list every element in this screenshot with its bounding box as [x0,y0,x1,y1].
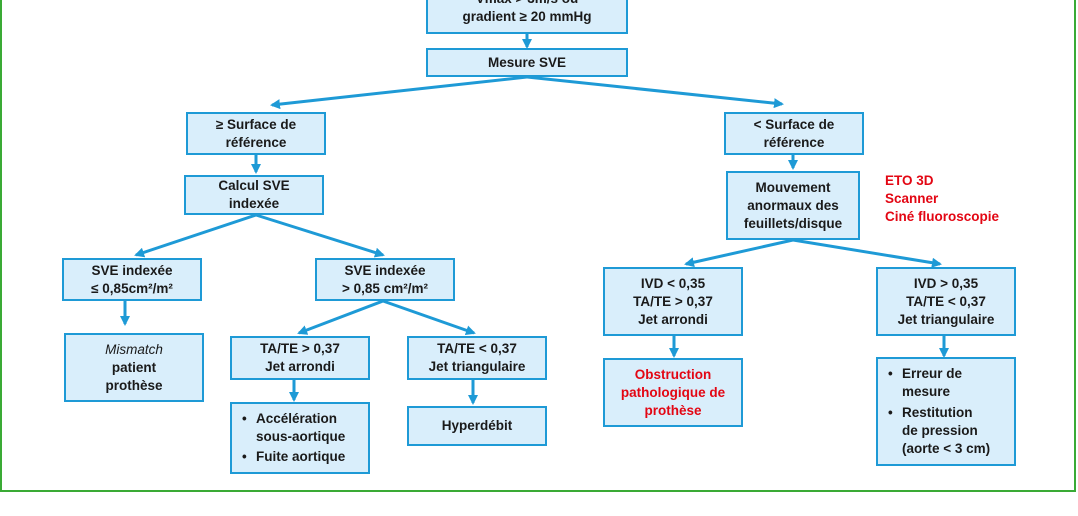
imaging-scanner: Scanner [885,191,939,206]
sve-le-box: SVE indexée ≤ 0,85cm²/m² [62,258,202,301]
vmax-gradient-box: Vmax > 3m/s ou gradient ≥ 20 mmHg [426,0,628,34]
restitution-line1: Restitution [902,405,973,420]
calcul-sve-line1: Calcul SVE [218,178,290,193]
ge-surface-box: ≥ Surface de référence [186,112,326,155]
mouvement-box: Mouvement anormaux des feuillets/disque [726,171,860,240]
ge-surface-line1: ≥ Surface de [215,116,297,132]
sve-le-line2: ≤ 0,85cm²/m² [91,280,173,296]
calcul-sve-box: Calcul SVE indexée [184,175,324,215]
arrow-mesure-to-ge-surface [270,75,528,110]
ivd-gt-line3: Jet triangulaire [897,311,995,327]
imaging-note: ETO 3D Scanner Ciné fluoroscopie [885,172,999,226]
bullet-icon: • [888,366,893,381]
arrow-calcul-to-sve-gt [255,213,385,258]
obstruction-line1: Obstruction [634,366,712,382]
ge-surface-line2: référence [225,134,287,150]
acceleration-line1: Accélération [256,411,338,426]
arrow-calcul-to-sve-le [134,213,257,258]
tate-gt-line1: TA/TE > 0,37 [260,341,340,356]
mismatch-line1: Mismatch [105,341,163,357]
tate-lt-line1: TA/TE < 0,37 [437,341,517,356]
imaging-eto: ETO 3D [885,173,934,188]
mouvement-line3: feuillets/disque [743,215,843,231]
ivd-gt-box: IVD > 0,35 TA/TE < 0,37 Jet triangulaire [876,267,1016,336]
lt-surface-box: < Surface de référence [724,112,864,155]
ivd-lt-line2: TA/TE > 0,37 [633,293,713,309]
sve-gt-line2: > 0,85 cm²/m² [342,280,428,296]
mesure-sve-label: Mesure SVE [487,54,567,70]
diagram-frame [0,0,1076,492]
sve-le-line1: SVE indexée [91,262,173,278]
erreur-restitution-box: • Erreur de mesure • Restitution de pres… [876,357,1016,466]
bullet-icon: • [888,405,893,420]
ivd-lt-line3: Jet arrondi [638,311,708,327]
erreur-item-line2: mesure [902,384,951,399]
acceleration-fuite-box: • Accélération sous-aortique • Fuite aor… [230,402,370,474]
fuite-line1: Fuite aortique [256,449,346,464]
bullet-icon: • [242,411,247,426]
mouvement-line1: Mouvement [755,179,831,195]
bullet-icon: • [242,449,247,464]
ivd-gt-line1: IVD > 0,35 [913,275,979,291]
lt-surface-line2: référence [763,134,825,150]
obstruction-line2: pathologique de [620,384,726,400]
obstruction-line3: prothèse [644,402,702,418]
imaging-cine: Ciné fluoroscopie [885,209,1000,224]
acceleration-line2: sous-aortique [256,429,346,444]
obstruction-box: Obstruction pathologique de prothèse [603,358,743,427]
ivd-gt-line2: TA/TE < 0,37 [906,293,986,309]
tate-lt-line2: Jet triangulaire [428,359,526,374]
acceleration-item: • Accélération sous-aortique [242,410,345,446]
arrow-sve-gt-to-tate-lt [382,299,476,336]
tate-lt-box: TA/TE < 0,37 Jet triangulaire [407,336,547,380]
ivd-lt-box: IVD < 0,35 TA/TE > 0,37 Jet arrondi [603,267,743,336]
arrow-mesure-to-lt-surface [526,75,784,109]
mismatch-box: Mismatch patient prothèse [64,333,204,402]
ivd-lt-line1: IVD < 0,35 [640,275,706,291]
restitution-line3: (aorte < 3 cm) [902,441,991,456]
lt-surface-line1: < Surface de [753,116,835,132]
tate-gt-line2: Jet arrondi [265,359,335,374]
mesure-sve-box: Mesure SVE [426,48,628,77]
vmax-line: Vmax > 3m/s ou [476,0,578,8]
tate-gt-box: TA/TE > 0,37 Jet arrondi [230,336,370,380]
hyperdebit-box: Hyperdébit [407,406,547,446]
sve-gt-box: SVE indexée > 0,85 cm²/m² [315,258,455,301]
fuite-item: • Fuite aortique [242,448,345,466]
gradient-line: gradient ≥ 20 mmHg [462,9,592,24]
sve-gt-line1: SVE indexée [344,262,426,278]
calcul-sve-line2: indexée [228,196,280,211]
restitution-line2: de pression [902,423,978,438]
restitution-item: • Restitution [888,404,973,422]
erreur-item-line1: Erreur de [902,366,963,381]
arrow-sve-gt-to-tate-gt [297,299,384,335]
arrow-mouvement-to-ivd-lt [684,238,794,268]
hyperdebit-label: Hyperdébit [441,418,513,433]
mismatch-line3: prothèse [105,377,163,393]
erreur-item: • Erreur de mesure [888,365,962,401]
arrow-mouvement-to-ivd-gt [792,238,942,268]
mouvement-line2: anormaux des [747,197,839,213]
mismatch-line2: patient [111,359,157,375]
